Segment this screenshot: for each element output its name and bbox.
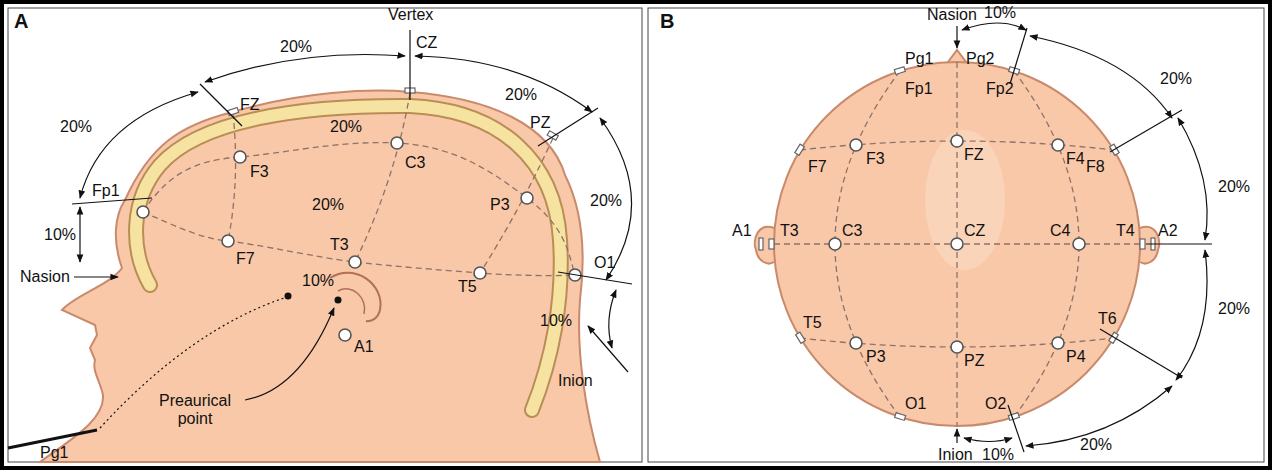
- electrode-label: Pg2: [966, 50, 994, 68]
- electrode-label: CZ: [416, 34, 437, 52]
- electrode-label: Nasion: [20, 268, 70, 286]
- electrode-label: T5: [803, 314, 822, 332]
- electrode-label: 20%: [1218, 300, 1250, 318]
- electrode-label: C3: [842, 222, 862, 240]
- skull-bone: [136, 106, 561, 410]
- highlight: [925, 130, 1005, 270]
- electrode-label: T3: [330, 236, 349, 254]
- electrode-label: Inion: [558, 372, 593, 390]
- electrode-label: A2: [1158, 222, 1178, 240]
- electrode-label: C3: [405, 154, 425, 172]
- ear: [1140, 227, 1159, 264]
- electrode-label: F8: [1086, 158, 1105, 176]
- electrode-label: 10%: [44, 226, 76, 244]
- electrode-label: Nasion: [927, 6, 977, 24]
- electrode-label: FZ: [964, 146, 984, 164]
- electrode-label: F4: [1066, 150, 1085, 168]
- electrodes: [137, 137, 581, 341]
- electrode-label: PZ: [964, 352, 984, 370]
- head-outline: [774, 62, 1140, 426]
- electrode-label: 20%: [330, 118, 362, 136]
- electrode-label: F7: [808, 158, 827, 176]
- electrode-label: T5: [458, 278, 477, 296]
- electrode-label: A1: [354, 338, 374, 356]
- panel-frame: [648, 8, 1264, 462]
- electrode-label: T3: [780, 222, 799, 240]
- skull-outline: [136, 106, 561, 410]
- electrode-label: F7: [236, 250, 255, 268]
- electrode-label: 20%: [312, 196, 344, 214]
- electrode-label: O1: [905, 395, 926, 413]
- scalp-markers: [759, 67, 1155, 421]
- electrode-label: P4: [1066, 348, 1086, 366]
- electrode-label: Fp1: [905, 80, 933, 98]
- electrode-label: Fp1: [92, 182, 120, 200]
- electrode-label: T4: [1116, 222, 1135, 240]
- electrode-label: T6: [1098, 310, 1117, 328]
- electrode-label: Pg1: [40, 444, 68, 462]
- electrode-label: 20%: [1218, 178, 1250, 196]
- electrode-label: Pg1: [905, 50, 933, 68]
- electrode-label: 10%: [302, 272, 334, 290]
- electrode-label: F3: [250, 163, 269, 181]
- panel-letter: B: [660, 10, 674, 32]
- electrode-label: F3: [866, 150, 885, 168]
- electrode-label: P3: [866, 348, 886, 366]
- electrode-label: A1: [732, 222, 752, 240]
- ear-inner: [338, 289, 365, 314]
- panel-frame: [8, 8, 642, 462]
- head-outline: [40, 91, 600, 462]
- electrode-label: Vertex: [388, 6, 433, 24]
- electrode-label: O2: [985, 395, 1006, 413]
- electrode-lines: [143, 93, 575, 276]
- electrode-label: 10%: [984, 4, 1016, 22]
- electrode-label: 20%: [590, 192, 622, 210]
- measure-lines: [957, 23, 1212, 452]
- electrode-label: 10%: [540, 312, 572, 330]
- measure-lines: [72, 30, 632, 428]
- electrode-label: Preaurical point: [150, 392, 240, 428]
- electrode-label: Fp2: [986, 80, 1014, 98]
- preauricular-dot: [335, 297, 342, 304]
- ear: [330, 273, 381, 321]
- electrode-label: FZ: [240, 96, 260, 114]
- electrode-lines: [774, 62, 1140, 426]
- electrodes: [829, 135, 1085, 353]
- electrode-label: 20%: [60, 118, 92, 136]
- ear: [755, 227, 774, 264]
- electrode-label: Inion: [938, 446, 973, 464]
- electrode-label: 10%: [982, 446, 1014, 464]
- electrode-label: 20%: [280, 38, 312, 56]
- electrode-label: P3: [490, 196, 510, 214]
- electrode-label: PZ: [530, 114, 550, 132]
- reference-dot: [285, 293, 292, 300]
- electrode-label: 20%: [505, 86, 537, 104]
- electrode-label: 20%: [1160, 70, 1192, 88]
- electrode-label: C4: [1050, 222, 1070, 240]
- electrode-label: CZ: [964, 222, 985, 240]
- electrode-label: O1: [594, 254, 615, 272]
- electrode-label: 20%: [1080, 436, 1112, 454]
- panel-letter: A: [14, 10, 28, 32]
